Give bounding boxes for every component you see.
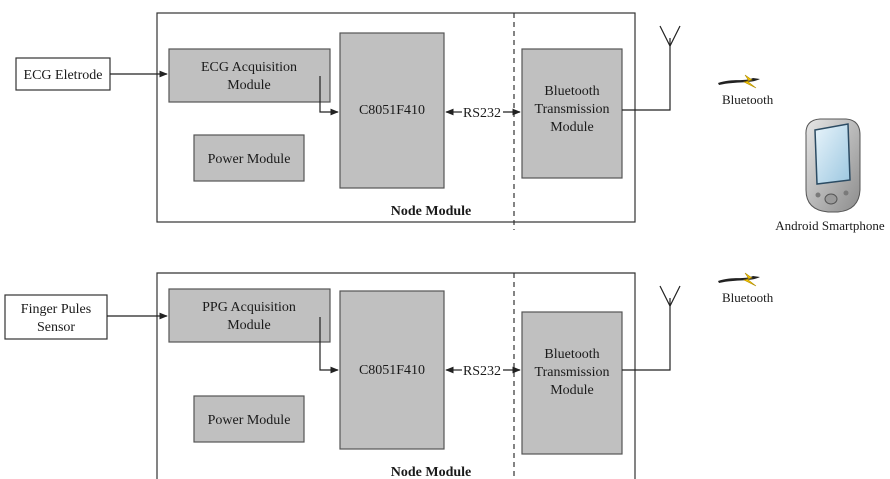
- top-ecg-electrode-label: ECG Eletrode: [24, 68, 103, 83]
- top-system: ECG Eletrode ECG Acquisition Module C805…: [15, 12, 774, 230]
- top-mcu-label: C8051F410: [359, 103, 425, 118]
- bottom-acq-label-line2: Module: [227, 318, 271, 333]
- bottom-power-label: Power Module: [208, 413, 291, 428]
- bottom-antenna-feed: [622, 298, 671, 371]
- bottom-sensor-label-line2: Sensor: [37, 320, 75, 335]
- top-rs232-label: RS232: [463, 106, 501, 121]
- top-ecg-electrode-box: [15, 57, 111, 91]
- top-antenna-feed: [622, 38, 671, 111]
- phone-home-button-icon: [824, 193, 838, 205]
- top-antenna-icon: [659, 25, 681, 48]
- top-bt-label-line1: Bluetooth: [544, 84, 599, 99]
- bottom-bt-label-line2: Transmission: [535, 365, 610, 380]
- bottom-lightning-icon: [718, 272, 760, 287]
- bottom-ppg-acquisition-module: [168, 288, 331, 343]
- bottom-bluetooth-label: Bluetooth: [722, 290, 774, 305]
- bottom-acq-label-line1: PPG Acquisition: [202, 300, 296, 315]
- bottom-finger-sensor-box: [4, 294, 108, 340]
- bottom-power-module: [193, 395, 305, 443]
- phone-screen: [814, 123, 851, 185]
- top-bluetooth-transmission-module: [521, 48, 623, 179]
- phone-right-key-icon: [843, 190, 849, 196]
- top-power-module: [193, 134, 305, 182]
- top-lightning-icon: [718, 74, 760, 89]
- top-mcu-block: [339, 32, 445, 189]
- bottom-sensor-label-line1: Finger Pules: [21, 302, 91, 317]
- phone-left-key-icon: [815, 192, 821, 198]
- bottom-antenna-icon: [659, 285, 681, 308]
- top-power-label: Power Module: [208, 152, 291, 167]
- bottom-system: Finger Pules Sensor PPG Acquisition Modu…: [4, 272, 774, 479]
- top-bluetooth-label: Bluetooth: [722, 92, 774, 107]
- top-arrow-acq-to-mcu: [319, 76, 339, 116]
- bottom-node-module-label: Node Module: [391, 465, 472, 479]
- top-ecg-acquisition-module: [168, 48, 331, 103]
- bottom-bt-label-line3: Module: [550, 383, 594, 398]
- bottom-mcu-block: [339, 290, 445, 450]
- top-bt-label-line3: Module: [550, 120, 594, 135]
- bottom-rs232-label: RS232: [463, 364, 501, 379]
- top-bt-label-line2: Transmission: [535, 102, 610, 117]
- bottom-bluetooth-transmission-module: [521, 311, 623, 455]
- bottom-mcu-label: C8051F410: [359, 363, 425, 378]
- top-node-module-label: Node Module: [391, 204, 472, 219]
- top-acq-label-line2: Module: [227, 78, 271, 93]
- android-smartphone: Android Smartphone: [775, 118, 885, 233]
- phone-label: Android Smartphone: [775, 218, 885, 233]
- bottom-bt-label-line1: Bluetooth: [544, 347, 599, 362]
- top-acq-label-line1: ECG Acquisition: [201, 60, 297, 75]
- bottom-arrow-acq-to-mcu: [319, 317, 339, 374]
